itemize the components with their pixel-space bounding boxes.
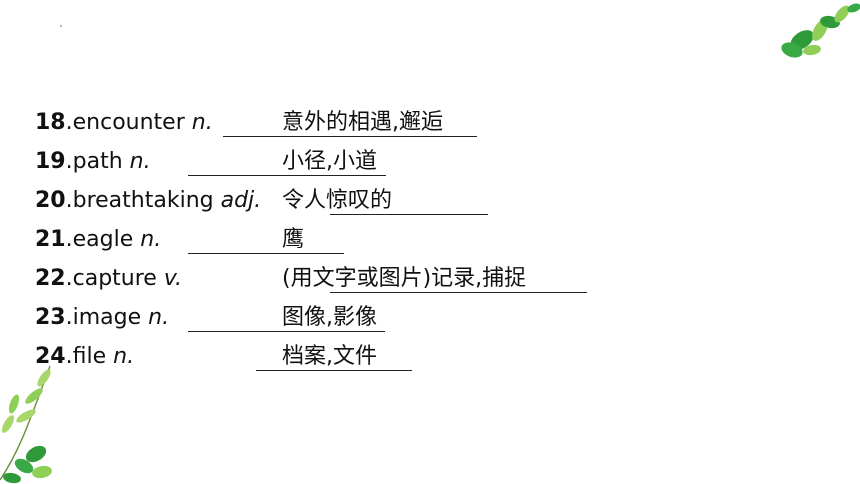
vocab-item-22: 22.capture v. (用文字或图片)记录,捕捉 xyxy=(35,263,655,295)
item-answer: 图像,影像 xyxy=(282,305,377,330)
answer-blank xyxy=(330,292,587,293)
answer-blank xyxy=(188,331,385,332)
item-part-of-speech: n. xyxy=(191,110,213,135)
vocab-item-19: 19.path n. 小径,小道 xyxy=(35,146,655,178)
item-word: .eagle xyxy=(65,227,141,252)
item-answer: 小径,小道 xyxy=(282,149,377,174)
answer-blank xyxy=(188,253,344,254)
item-word: .breathtaking xyxy=(65,188,221,213)
item-part-of-speech: n. xyxy=(129,149,151,174)
item-answer: (用文字或图片)记录,捕捉 xyxy=(282,266,527,291)
item-word: .capture xyxy=(65,266,164,291)
item-part-of-speech: adj. xyxy=(220,188,262,213)
answer-blank xyxy=(223,136,477,137)
item-word: .file xyxy=(65,344,114,369)
item-number: 21 xyxy=(35,227,66,252)
item-number: 18 xyxy=(35,110,66,135)
leaf-decoration-top-right-icon xyxy=(781,3,860,58)
vocab-item-24: 24.file n. 档案,文件 xyxy=(35,341,655,373)
item-answer: 令人惊叹的 xyxy=(282,188,393,213)
item-part-of-speech: n. xyxy=(113,344,135,369)
item-word: .path xyxy=(65,149,130,174)
item-number: 20 xyxy=(35,188,66,213)
decorative-dot xyxy=(60,25,62,27)
item-number: 23 xyxy=(35,305,66,330)
item-word: .image xyxy=(65,305,149,330)
answer-blank xyxy=(256,370,412,371)
item-answer: 档案,文件 xyxy=(282,344,377,369)
item-answer: 意外的相遇,邂逅 xyxy=(282,110,443,135)
vocab-item-21: 21.eagle n. 鹰 xyxy=(35,224,655,256)
item-part-of-speech: n. xyxy=(148,305,170,330)
answer-blank xyxy=(330,214,488,215)
item-number: 19 xyxy=(35,149,66,174)
vocab-item-20: 20.breathtaking adj. 令人惊叹的 xyxy=(35,185,655,217)
item-word: .encounter xyxy=(65,110,192,135)
item-part-of-speech: n. xyxy=(140,227,162,252)
answer-blank xyxy=(188,175,386,176)
item-number: 24 xyxy=(35,344,66,369)
vocab-item-18: 18.encounter n. 意外的相遇,邂逅 xyxy=(35,107,655,139)
vocab-item-23: 23.image n. 图像,影像 xyxy=(35,302,655,334)
item-number: 22 xyxy=(35,266,66,291)
leaf-decoration-bottom-left-icon xyxy=(0,365,52,484)
item-answer: 鹰 xyxy=(282,227,305,252)
item-part-of-speech: v. xyxy=(163,266,183,291)
